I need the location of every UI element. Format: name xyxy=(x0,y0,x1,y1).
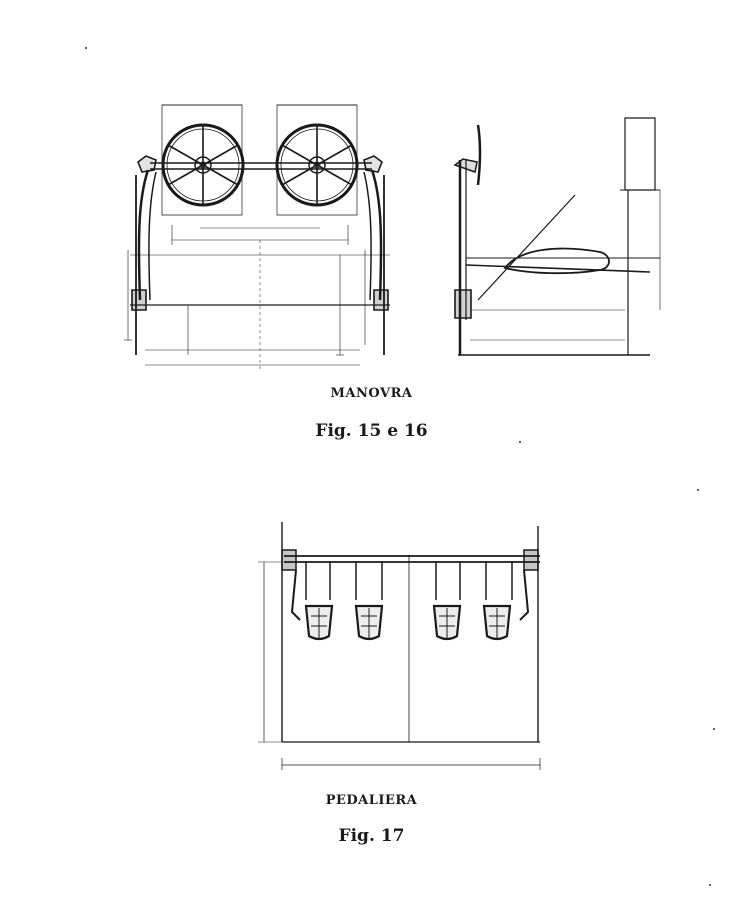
pedal-left-outer xyxy=(306,606,332,639)
scan-speck xyxy=(713,728,715,730)
pedal-right-outer xyxy=(484,606,510,639)
figure-15-16-caption: Fig. 15 e 16 xyxy=(315,421,428,441)
scan-speck xyxy=(519,441,521,443)
scan-speck xyxy=(85,47,87,49)
pedal-left-inner xyxy=(356,606,382,639)
figure-15-16-label: MANOVRA xyxy=(330,386,413,401)
front-view-drawing xyxy=(124,105,390,370)
scan-speck xyxy=(709,884,711,886)
hand-wheel-right xyxy=(277,125,357,205)
hand-wheel-left xyxy=(163,125,243,205)
pedal-right-inner xyxy=(434,606,460,639)
scan-speck xyxy=(697,489,699,491)
side-view-drawing xyxy=(455,118,660,355)
figure-17-label: PEDALIERA xyxy=(325,793,418,808)
figure-17-caption: Fig. 17 xyxy=(338,826,405,846)
